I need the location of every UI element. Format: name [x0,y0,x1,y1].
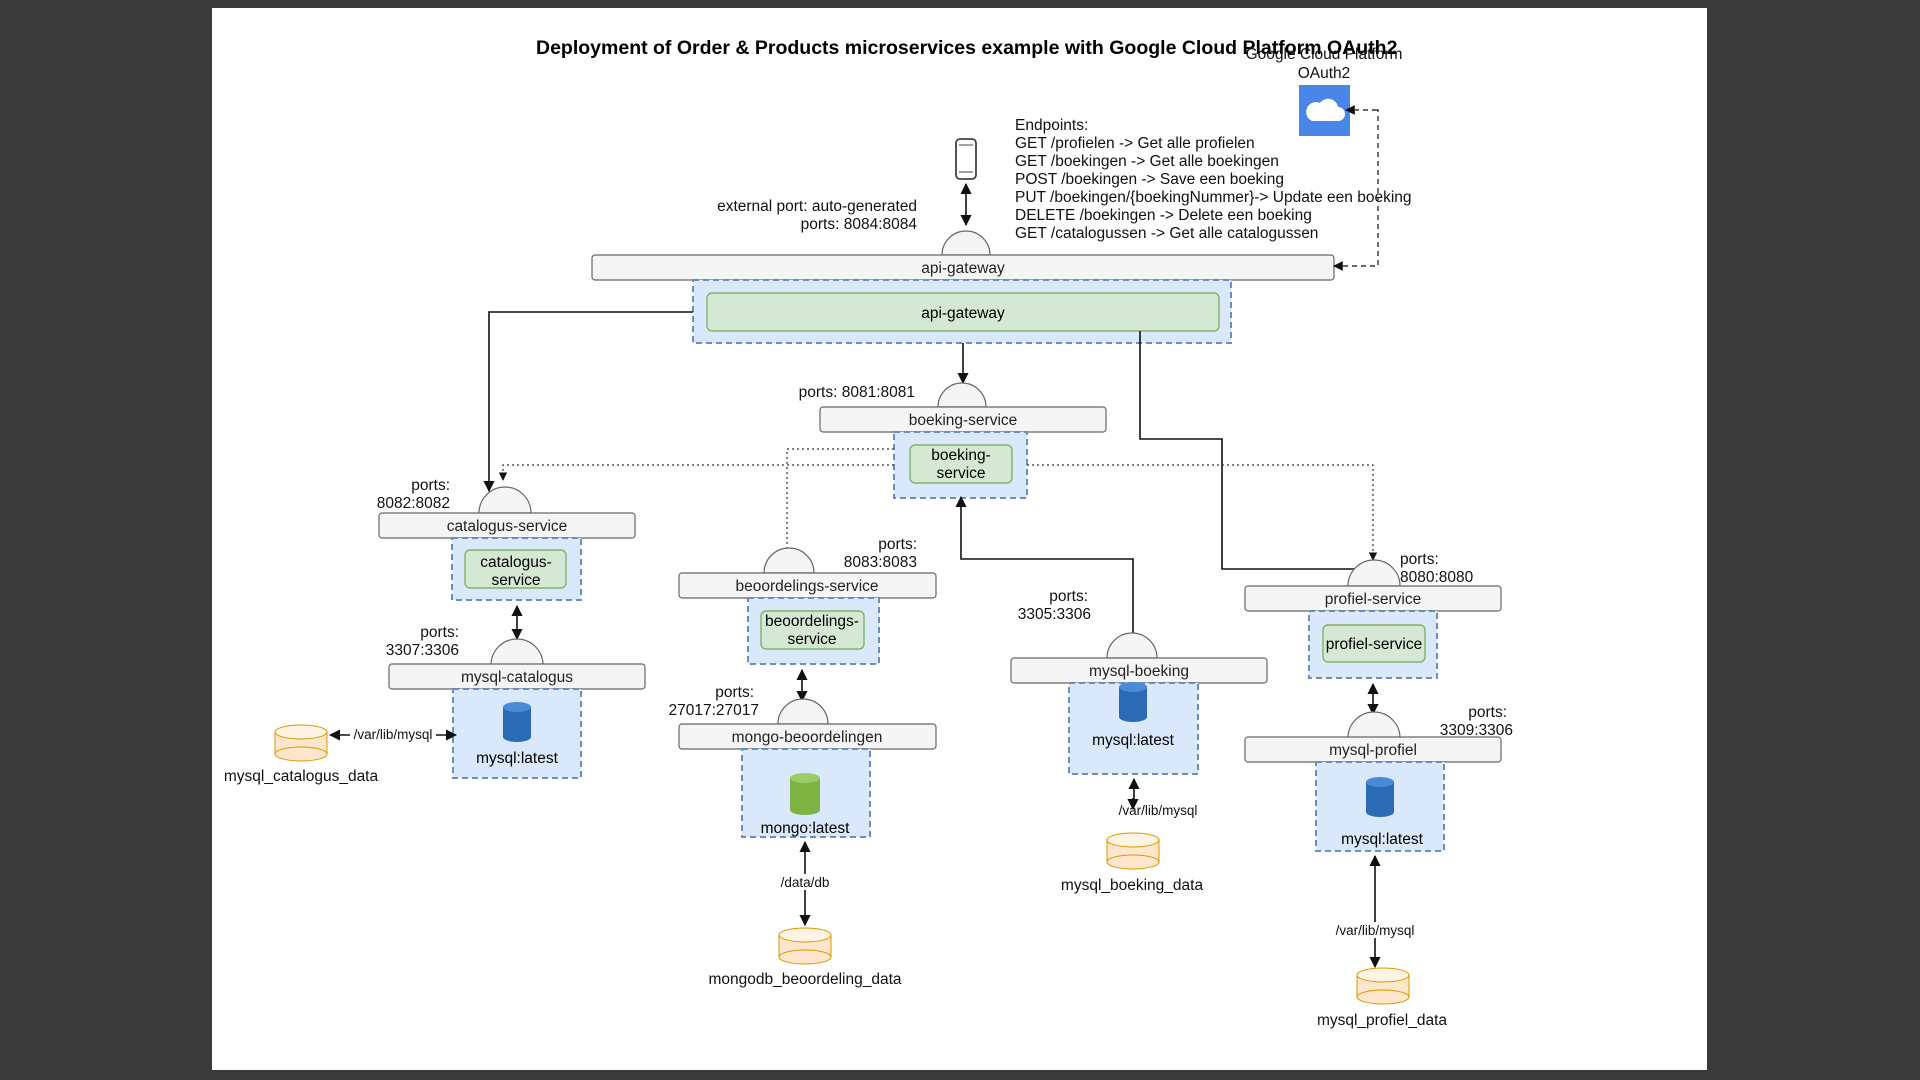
mongo-db-icon [790,773,820,815]
mysql-profiel-mount: /var/lib/mysql [1336,923,1415,938]
mongo-port-semicircle [777,698,829,725]
mysql-boeking-ports-1: ports: [1049,588,1088,605]
mysql-catalogus-volume-icon [274,724,328,762]
mysql-profiel-port-semicircle [1347,711,1401,739]
deployment-diagram: Deployment of Order & Products microserv… [224,37,1513,1029]
cloud-shape [1306,98,1345,121]
mysql-catalogus-ports-1: ports: [420,624,459,641]
boeking-catalogus-dotted [502,464,894,480]
catalogus-port-semicircle [478,486,532,514]
mysql-catalogus-db-icon [503,702,531,742]
mongo-ports-1: ports: [715,684,754,701]
mysql-catalogus-ports-2: 3307:3306 [386,642,459,659]
mysql-catalogus-bar-label: mysql-catalogus [461,669,573,686]
mysql-catalogus-image: mysql:latest [476,750,559,767]
mysql-boeking-to-boeking-arrow [955,495,1134,638]
beoordelings-service-box [760,610,865,650]
catalogus-service-box [464,549,567,589]
catalogus-ports-2: 8082:8082 [377,495,450,512]
catalogus-bar-label: catalogus-service [447,518,568,535]
mysql-profiel-volume: mysql_profiel_data [1317,1012,1447,1029]
mongo-volume: mongodb_beoordeling_data [708,971,901,988]
google-cloud-oauth2-node: Google Cloud Platform OAuth2 [1246,46,1403,136]
gateway-bar-label: api-gateway [921,260,1005,277]
boeking-profiel-dotted [1027,464,1378,561]
mysql-catalogus-volume: mysql_catalogus_data [224,768,379,785]
endpoint-line-2: GET /boekingen -> Get alle boekingen [1015,153,1279,170]
cloud-label-line2: OAuth2 [1298,65,1351,82]
gateway-port-line1: external port: auto-generated [717,198,917,215]
boeking-service-label-2: service [936,465,985,482]
boeking-bar-label: boeking-service [909,412,1018,429]
mongo-mount-bg [775,874,835,890]
mysql-boeking-volume-icon [1106,832,1160,870]
mysql-boeking-mount: /var/lib/mysql [1119,803,1198,818]
beoordelings-bar-label: beoordelings-service [735,578,878,595]
catalogus-service-label-1: catalogus- [480,554,552,571]
mysql-profiel-mount-bg [1333,922,1417,938]
mongo-image: mongo:latest [761,820,850,837]
mysql-profiel-ports-1: ports: [1468,704,1507,721]
mysql-profiel-db-icon [1366,777,1394,817]
profiel-service-label: profiel-service [1326,636,1422,653]
mysql-boeking-port-semicircle [1106,632,1158,659]
mysql-profiel-volume-icon [1356,967,1410,1005]
endpoint-line-4: PUT /boekingen/{boekingNummer}-> Update … [1015,189,1412,206]
diagram-title: Deployment of Order & Products microserv… [536,37,1398,59]
beoordelings-port-semicircle [763,547,815,574]
mysql-boeking-image: mysql:latest [1092,732,1175,749]
beoordelings-ports-2: 8083:8083 [844,554,917,571]
gateway-catalogus-arrow [483,311,693,493]
mysql-boeking-bar-label: mysql-boeking [1089,663,1189,680]
gateway-port-semicircle [941,230,991,256]
beoordelings-service-label-2: service [787,631,836,648]
beoordelings-ports-1: ports: [878,536,917,553]
endpoint-line-3: POST /boekingen -> Save een boeking [1015,171,1284,188]
profiel-port-semicircle [1347,559,1401,587]
mysql-boeking-db-icon [1119,682,1147,722]
endpoint-line-6: GET /catalogussen -> Get alle cataloguss… [1015,225,1318,242]
endpoints-list: Endpoints: GET /profielen -> Get alle pr… [1015,117,1412,242]
diagram-canvas: Deployment of Order & Products microserv… [212,8,1707,1070]
endpoint-line-1: GET /profielen -> Get alle profielen [1015,135,1255,152]
mysql-profiel-ports-2: 3309:3306 [1440,722,1513,739]
boeking-service-label-1: boeking- [931,447,990,464]
gateway-port-line2: ports: 8084:8084 [801,216,918,233]
mysql-catalogus-mount-bg [350,726,436,742]
catalogus-service-label-2: service [491,572,540,589]
profiel-ports-2: 8080:8080 [1400,569,1474,586]
mysql-profiel-image: mysql:latest [1341,831,1424,848]
oauth-connector [1337,109,1379,267]
endpoint-line-5: DELETE /boekingen -> Delete een boeking [1015,207,1312,224]
smartphone-icon [955,138,977,180]
boeking-beoordelings-dotted [782,448,894,557]
mysql-boeking-volume: mysql_boeking_data [1061,877,1204,894]
endpoint-line-0: Endpoints: [1015,117,1088,134]
mongo-ports-2: 27017:27017 [668,702,759,719]
catalogus-ports-1: ports: [411,477,450,494]
mongo-volume-icon [778,927,832,965]
mysql-boeking-ports-2: 3305:3306 [1018,606,1091,623]
beoordelings-service-label-1: beoordelings- [765,613,859,630]
gateway-service-label: api-gateway [921,305,1005,322]
mysql-catalogus-mount: /var/lib/mysql [354,727,433,742]
mongo-bar-label: mongo-beoordelingen [732,729,883,746]
boeking-port-semicircle [937,382,987,408]
profiel-ports-1: ports: [1400,551,1439,568]
cloud-label-line1: Google Cloud Platform [1246,46,1403,63]
boeking-ports: ports: 8081:8081 [799,384,915,401]
gateway-service-box [706,292,1220,332]
gateway-profiel-arrow [1139,331,1394,575]
profiel-bar-label: profiel-service [1325,591,1421,608]
profiel-service-box [1322,624,1426,663]
mysql-catalogus-port-semicircle [490,638,544,666]
mongo-mount: /data/db [781,875,830,890]
mysql-profiel-bar-label: mysql-profiel [1329,742,1417,759]
boeking-service-box [909,444,1013,484]
